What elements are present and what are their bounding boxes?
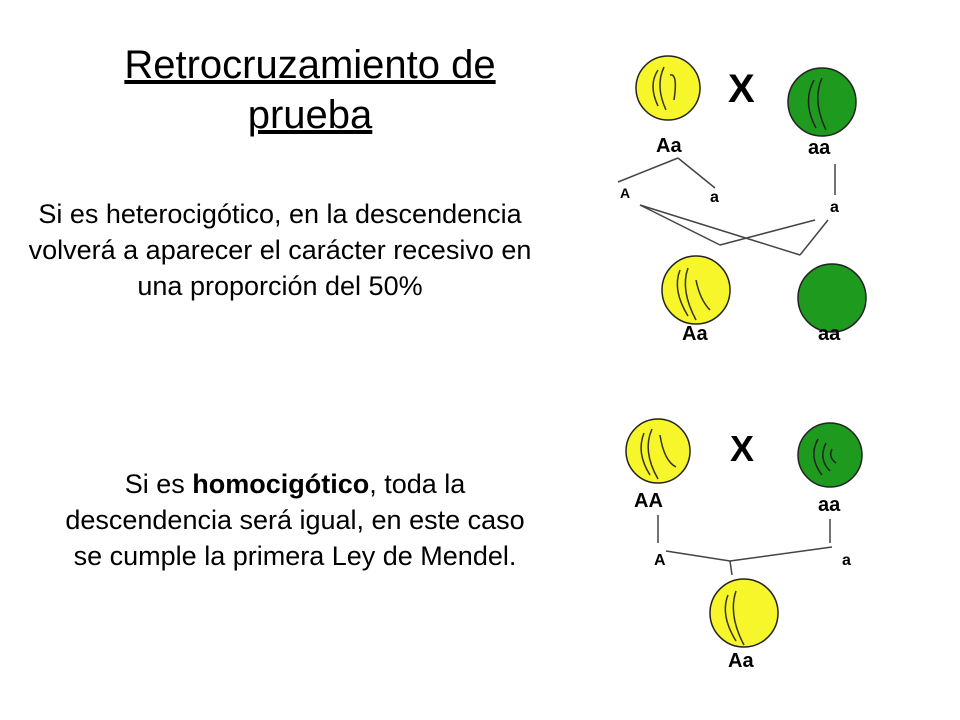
parent-pea-green [787,67,857,137]
parent2-genotype: aa [808,137,831,159]
gamete-a-label: a [842,552,851,569]
gamete-A-label: A [620,185,630,201]
gamete-a-label: a [830,199,839,216]
offspring-pea-yellow [661,255,731,325]
gamete-a-label: a [710,189,719,206]
offspring2-genotype: aa [818,323,841,345]
cross-symbol: X [728,67,755,111]
parent-pea-yellow [625,418,691,484]
slide-title: Retrocruzamiento de prueba [124,43,496,137]
homozygous-term: homocigótico [192,469,370,499]
heterozygous-cross-diagram: X Aa aa A a a Aa aa [617,55,867,345]
parent-pea-yellow [635,55,701,121]
cross-symbol: X [730,428,754,469]
offspring1-genotype: Aa [682,323,708,345]
offspring-pea-yellow [709,578,779,648]
inheritance-lines [657,515,833,576]
homozygous-text: Si es homocigótico, toda la descendencia… [65,469,525,571]
homozygous-cross-diagram: X AA aa A a Aa [625,418,863,672]
offspring-genotype: Aa [728,650,754,672]
parent1-genotype: Aa [656,135,682,157]
inheritance-lines [617,157,836,256]
parent2-genotype: aa [818,494,841,516]
offspring-pea-green [797,263,867,333]
parent-pea-green [797,422,863,488]
heterozygous-text: Si es heterocigótico, en la descendencia… [28,199,532,301]
parent1-genotype: AA [634,490,663,512]
gamete-A-label: A [654,552,666,569]
